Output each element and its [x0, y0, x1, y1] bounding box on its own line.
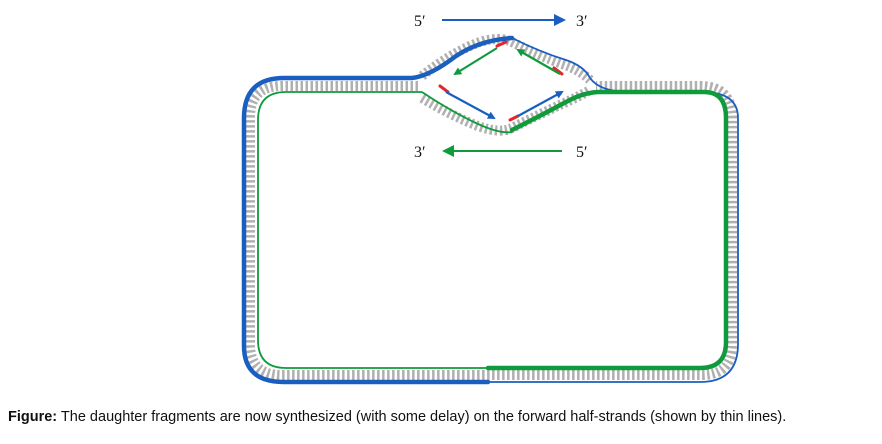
thick-green-strand: [485, 89, 729, 371]
fragment-arrows: [445, 47, 564, 119]
rungs-fork-top: [418, 34, 594, 84]
primers: [438, 40, 564, 122]
rungs-main-loop: [245, 81, 737, 380]
fragment-arrow-top-right: [516, 49, 561, 75]
replication-bubble-diagram: 5′ 3′ 3′ 5′: [241, 13, 739, 385]
primer-bottom-right: [508, 114, 520, 122]
thin-green-strand: [257, 91, 488, 369]
label-top-left: 5′: [414, 13, 426, 30]
primer-bottom-left: [438, 84, 450, 94]
label-bottom-right: 5′: [576, 144, 588, 161]
primer-top-right: [552, 66, 564, 76]
fragment-arrow-bottom-left: [445, 91, 496, 119]
direction-arrows: [442, 14, 566, 157]
thick-blue-strand: [241, 35, 515, 385]
fragment-arrow-top-left: [453, 47, 498, 76]
label-top-right: 3′: [576, 13, 588, 30]
thick-strands: [241, 35, 729, 385]
rungs-fork-bottom: [419, 85, 593, 136]
primer-top-left: [495, 40, 508, 48]
thin-blue-strand: [488, 77, 739, 383]
caption-text: The daughter fragments are now synthesiz…: [60, 409, 787, 425]
thin-blue-fork: [511, 37, 591, 79]
figure-caption: Figure: The daughter fragments are now s…: [8, 409, 878, 425]
base-pair-rungs: [245, 34, 737, 380]
label-bottom-left: 3′: [414, 144, 426, 161]
thin-green-fork: [421, 91, 513, 134]
caption-label: Figure:: [8, 409, 58, 425]
fragment-arrow-bottom-right: [517, 91, 564, 117]
thin-strands: [257, 37, 739, 383]
